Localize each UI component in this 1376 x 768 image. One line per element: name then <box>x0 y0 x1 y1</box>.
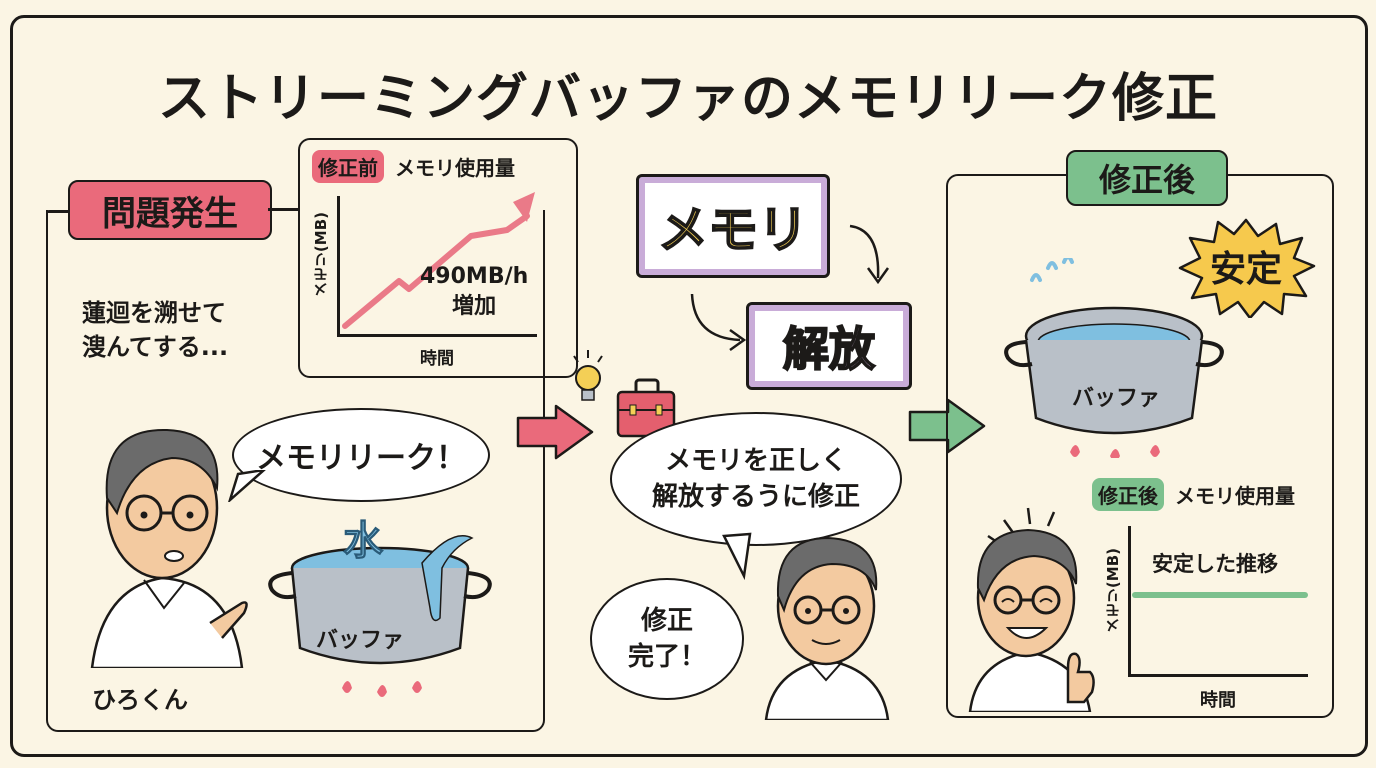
fix-done-speech-bubble: 修正 完了！ <box>590 578 744 700</box>
fix-speech-line1: メモリを正しく <box>664 446 847 476</box>
after-chart-xlabel: 時間 <box>1200 690 1236 711</box>
speech-tail <box>722 532 752 580</box>
before-chart-ylabel: メモリ(MB) <box>312 212 330 298</box>
before-chart-annotation: 490MB/h 増加 <box>420 262 528 322</box>
stable-burst-badge <box>1178 218 1316 318</box>
before-chart-x-axis <box>337 334 537 337</box>
after-chart-header: 修正後 メモリ使用量 <box>1092 478 1295 511</box>
after-chart-x-axis <box>1128 674 1308 677</box>
before-chart-title: メモリ使用量 <box>394 156 515 180</box>
release-word-box: 解放 <box>746 302 912 390</box>
worried-character-illustration <box>90 428 248 668</box>
before-chart-increase: 増加 <box>452 294 497 319</box>
after-chart-ylabel: メモリ(MB) <box>1104 548 1122 634</box>
memory-word-box: メモリ <box>636 174 830 278</box>
happy-character-illustration <box>968 507 1095 712</box>
before-chart-header: 修正前 メモリ使用量 <box>312 150 515 183</box>
problem-panel-top-edge <box>46 210 68 213</box>
after-chart-title: メモリ使用量 <box>1174 484 1295 508</box>
before-chart-line <box>342 192 535 329</box>
after-chart-flat-line <box>1132 592 1308 598</box>
speech-tail <box>228 470 266 502</box>
done-speech-line2: 完了！ <box>627 642 706 672</box>
lightbulb-icon <box>573 350 603 401</box>
page-title: ストリーミングバッファのメモリリーク修正 <box>157 69 1218 129</box>
before-chart-rate: 490MB/h <box>420 264 529 289</box>
stable-pot-illustration <box>1004 258 1224 458</box>
character-name-label: ひろくん <box>92 686 188 714</box>
water-label: 水 <box>343 518 384 565</box>
after-badge: 修正後 <box>1092 478 1164 511</box>
before-chart-panel <box>298 138 578 378</box>
buffer-label-after: バッファ <box>1072 386 1161 411</box>
problem-panel <box>46 210 545 732</box>
connector-line <box>268 208 300 211</box>
after-tag: 修正後 <box>1066 150 1228 206</box>
arrow-right-red-icon <box>516 404 594 460</box>
overflowing-pot-illustration <box>268 535 492 697</box>
buffer-label-before: バッファ <box>316 628 405 653</box>
developer-character-illustration <box>764 536 890 720</box>
fix-speech-line2: 解放するうに修正 <box>651 482 860 512</box>
after-chart-annotation: 安定した推移 <box>1152 552 1278 576</box>
problem-tag: 問題発生 <box>68 180 272 240</box>
after-chart-y-axis <box>1128 526 1131 676</box>
before-badge: 修正前 <box>312 150 384 183</box>
flow-arrows <box>690 224 890 352</box>
fix-description-speech-bubble: メモリを正しく 解放するうに修正 <box>610 412 902 546</box>
memory-leak-speech-bubble: メモリリーク！ <box>232 408 490 502</box>
done-speech-line1: 修正 <box>640 606 693 636</box>
stable-burst-label: 安定 <box>1209 249 1282 290</box>
before-chart-xlabel: 時間 <box>420 349 454 369</box>
before-chart-y-axis <box>337 196 340 336</box>
problem-description-line1: 蓮迴を溯せて <box>82 299 226 327</box>
problem-description: 蓮迴を溯せて 溲んてする... <box>82 296 228 364</box>
outer-frame <box>10 15 1368 757</box>
problem-description-line2: 溲んてする... <box>82 333 229 361</box>
